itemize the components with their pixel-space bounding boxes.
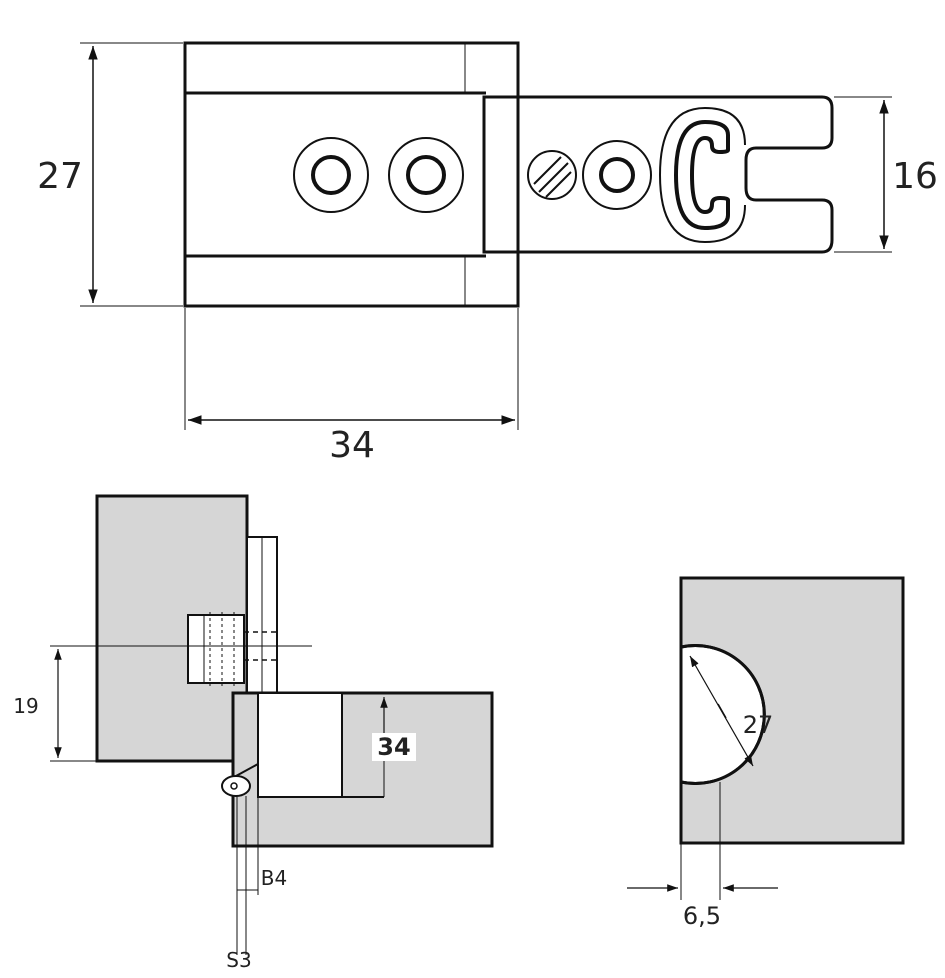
dimension-side-offset: 19 — [13, 645, 200, 762]
arm-fixing-hole — [582, 140, 652, 210]
dimension-b4: B4 — [237, 866, 287, 891]
c-cam-slot — [658, 106, 746, 244]
bore-circle — [680, 644, 766, 785]
dim-label-27: 27 — [37, 156, 83, 197]
adjustment-screw — [527, 150, 577, 200]
dimension-arm-height: 16 — [834, 96, 938, 253]
dimension-top-height: 27 — [37, 42, 183, 307]
hinge-knuckle — [221, 763, 259, 797]
dim-label-19: 19 — [13, 694, 38, 718]
dim-label-6-5: 6,5 — [683, 902, 721, 930]
dim-label-b4: B4 — [261, 866, 287, 890]
mounting-hole-left — [293, 137, 369, 213]
dimension-s3: S3 — [226, 948, 251, 972]
dim-label-34: 34 — [329, 425, 375, 466]
top-view: 27 16 34 — [37, 41, 938, 466]
mounting-hole-right — [388, 137, 464, 213]
dim-label-16: 16 — [892, 156, 938, 197]
bore-view: 27 6,5 — [627, 576, 905, 930]
hinge-cup — [257, 692, 343, 798]
hinge-arm — [482, 95, 834, 254]
dimension-bore-diameter: 27 — [689, 655, 774, 767]
door-bore-panel — [679, 576, 905, 845]
panel-screw — [176, 612, 312, 686]
hinge-cup-plate — [183, 41, 520, 308]
dim-label-34-side: 34 — [377, 733, 410, 761]
dimension-side-depth: 34 — [372, 697, 416, 761]
dimension-top-width: 34 — [184, 308, 519, 466]
dimension-bore-edge: 6,5 — [627, 782, 778, 930]
dim-label-27-bore: 27 — [743, 711, 774, 739]
side-view: 19 34 B4 S3 — [13, 494, 494, 972]
dim-label-s3: S3 — [226, 948, 251, 972]
